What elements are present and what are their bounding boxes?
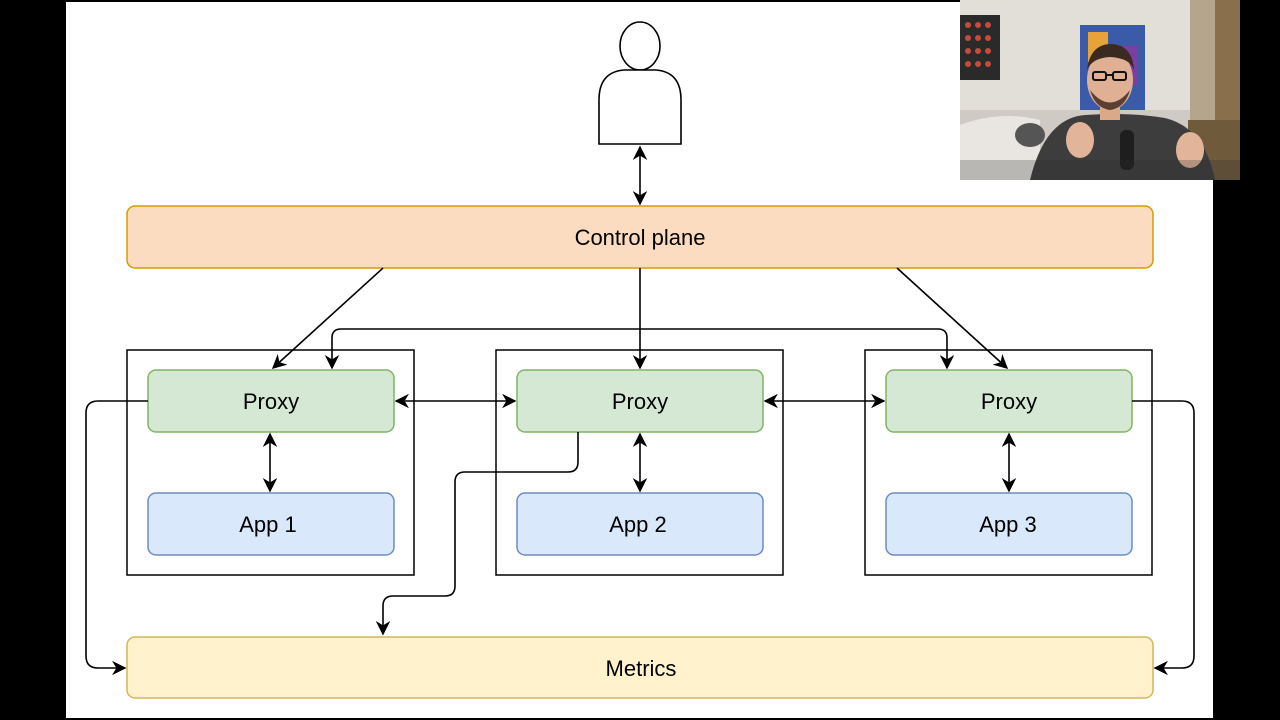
metrics-box: Metrics bbox=[126, 636, 1154, 699]
presenter-webcam bbox=[960, 0, 1240, 180]
control-plane-label: Control plane bbox=[575, 225, 706, 250]
proxy-1-label: Proxy bbox=[243, 389, 299, 414]
pod-3 bbox=[864, 349, 1153, 576]
webcam-image bbox=[960, 0, 1240, 180]
proxy-2-label: Proxy bbox=[612, 389, 668, 414]
proxy-app-arrows bbox=[262, 432, 1017, 493]
app-3: App 3 bbox=[885, 492, 1133, 556]
proxy1-proxy3-arrow bbox=[324, 328, 955, 370]
control-plane-box: Control plane bbox=[126, 205, 1154, 269]
app-1-label: App 1 bbox=[239, 512, 297, 537]
proxy-1: Proxy bbox=[147, 369, 395, 433]
proxy-3: Proxy bbox=[885, 369, 1133, 433]
pod-2 bbox=[495, 349, 784, 576]
pod-1 bbox=[126, 349, 415, 576]
app-2: App 2 bbox=[516, 492, 764, 556]
proxy-2: Proxy bbox=[516, 369, 764, 433]
app-3-label: App 3 bbox=[979, 512, 1037, 537]
proxy-metrics-arrows bbox=[85, 400, 1195, 676]
person-icon bbox=[598, 21, 682, 145]
metrics-label: Metrics bbox=[606, 656, 677, 681]
control-proxy-arrows bbox=[271, 267, 1009, 370]
proxy-3-label: Proxy bbox=[981, 389, 1037, 414]
app-2-label: App 2 bbox=[609, 512, 667, 537]
app-1: App 1 bbox=[147, 492, 395, 556]
